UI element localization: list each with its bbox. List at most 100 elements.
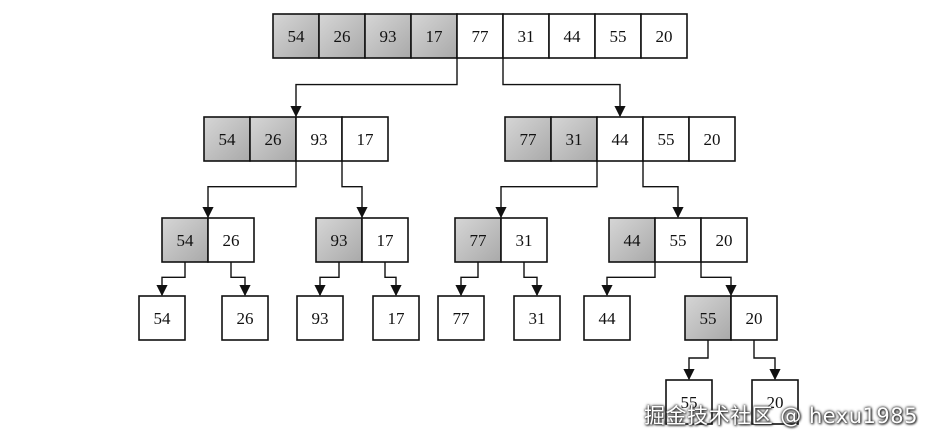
cell-value: 20 xyxy=(704,130,721,149)
cell-box xyxy=(500,217,548,263)
cell-box xyxy=(296,295,344,341)
cell-box xyxy=(315,217,363,263)
cell-box xyxy=(654,217,702,263)
split-arrow xyxy=(202,161,297,219)
array-rl: 77 31 xyxy=(454,217,548,263)
cell-box xyxy=(437,295,485,341)
cell-value: 54 xyxy=(177,231,195,250)
split-arrow xyxy=(502,58,626,118)
cell-box xyxy=(318,13,366,59)
cell-box xyxy=(688,116,736,162)
array-lrr: 17 xyxy=(372,295,420,341)
cell-value: 26 xyxy=(334,27,351,46)
cell-box xyxy=(249,116,297,162)
cell-box xyxy=(550,116,598,162)
watermark-text: 掘金技术社区 @ hexu1985 xyxy=(644,404,918,428)
cell-box xyxy=(594,13,642,59)
cell-value: 26 xyxy=(237,309,254,328)
cell-value: 44 xyxy=(624,231,642,250)
split-arrow xyxy=(455,262,479,297)
cell-box xyxy=(364,13,412,59)
cell-box xyxy=(272,13,320,59)
cell-value: 77 xyxy=(453,309,471,328)
cell-value: 20 xyxy=(746,309,763,328)
cell-value: 55 xyxy=(610,27,627,46)
array-llr: 26 xyxy=(221,295,269,341)
cell-value: 93 xyxy=(312,309,329,328)
split-arrow xyxy=(700,262,737,297)
cell-box xyxy=(730,295,778,341)
cell-value: 31 xyxy=(516,231,533,250)
cell-box xyxy=(295,116,343,162)
split-arrow xyxy=(523,262,543,297)
cell-value: 20 xyxy=(656,27,673,46)
cell-value: 17 xyxy=(377,231,395,250)
cell-value: 31 xyxy=(518,27,535,46)
cell-box xyxy=(548,13,596,59)
cell-box xyxy=(203,116,251,162)
split-arrow xyxy=(156,262,186,297)
split-arrow xyxy=(341,161,368,219)
cell-box xyxy=(456,13,504,59)
cell-box xyxy=(640,13,688,59)
nodes-layer: 54 26 93 17 77 31 44 55 20 54 26 93 17 77 31 44 55 20 54 26… xyxy=(138,13,799,425)
cell-value: 44 xyxy=(612,130,630,149)
cell-value: 93 xyxy=(331,231,348,250)
cell-value: 20 xyxy=(716,231,733,250)
cell-box xyxy=(138,295,186,341)
cell-box xyxy=(361,217,409,263)
cell-value: 26 xyxy=(265,130,282,149)
cell-value: 17 xyxy=(426,27,444,46)
cell-box xyxy=(372,295,420,341)
array-rr: 44 55 20 xyxy=(608,217,748,263)
split-arrow xyxy=(290,58,458,118)
cell-value: 93 xyxy=(380,27,397,46)
array-r: 77 31 44 55 20 xyxy=(504,116,736,162)
cell-box xyxy=(665,379,713,425)
array-rrr: 55 20 xyxy=(684,295,778,341)
cell-value: 31 xyxy=(529,309,546,328)
array-lll: 54 xyxy=(138,295,186,341)
cell-value: 77 xyxy=(470,231,488,250)
cell-value: 54 xyxy=(219,130,237,149)
cell-value: 17 xyxy=(357,130,375,149)
cell-value: 55 xyxy=(681,393,698,412)
cell-box xyxy=(341,116,389,162)
cell-box xyxy=(596,116,644,162)
array-ll: 54 26 xyxy=(161,217,255,263)
edges-layer xyxy=(156,58,781,381)
cell-value: 55 xyxy=(670,231,687,250)
split-arrow xyxy=(230,262,251,297)
array-lr: 93 17 xyxy=(315,217,409,263)
cell-value: 44 xyxy=(564,27,582,46)
split-arrow xyxy=(314,262,340,297)
array-rll: 77 xyxy=(437,295,485,341)
cell-value: 54 xyxy=(288,27,306,46)
cell-box xyxy=(513,295,561,341)
cell-value: 55 xyxy=(700,309,717,328)
cell-value: 17 xyxy=(388,309,406,328)
cell-value: 77 xyxy=(520,130,538,149)
cell-box xyxy=(583,295,631,341)
split-arrow xyxy=(642,161,684,219)
cell-value: 44 xyxy=(599,309,617,328)
cell-value: 31 xyxy=(566,130,583,149)
array-rrrr: 20 xyxy=(751,379,799,425)
split-arrow xyxy=(384,262,402,297)
split-arrow xyxy=(753,340,781,381)
split-arrow xyxy=(495,161,598,219)
split-arrow xyxy=(683,340,709,381)
cell-box xyxy=(454,217,502,263)
split-arrow xyxy=(601,262,656,297)
cell-box xyxy=(221,295,269,341)
array-rrl: 44 xyxy=(583,295,631,341)
cell-value: 77 xyxy=(472,27,490,46)
array-rlr: 31 xyxy=(513,295,561,341)
cell-box xyxy=(700,217,748,263)
cell-value: 54 xyxy=(154,309,172,328)
cell-value: 26 xyxy=(223,231,240,250)
cell-value: 55 xyxy=(658,130,675,149)
array-root: 54 26 93 17 77 31 44 55 20 xyxy=(272,13,688,59)
